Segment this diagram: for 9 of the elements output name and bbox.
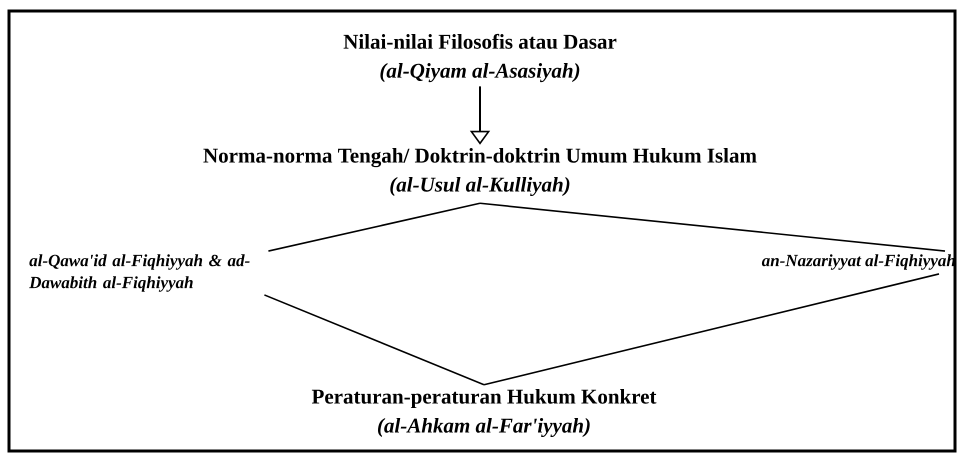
- heading-text: Norma-norma Tengah/ Doktrin-doktrin Umum Hukum Islam (al-Usul al-Kulliyah): [203, 148, 757, 196]
- side-text: an-Nazariyyat al-Fiqhiyyah: [762, 254, 955, 270]
- connector-line: [480, 202, 946, 252]
- connector-line: [264, 294, 484, 386]
- connector-line: [484, 273, 940, 386]
- side-text: al-Qawa'id al-Fiqhiyyah & ad-Dawabith al-Fiqhiyyah: [29, 254, 250, 292]
- connector-line: [268, 202, 480, 252]
- heading-text: Nilai-nilai Filosofis atau Dasar (al-Qiyam al-Asasiyah): [344, 34, 616, 82]
- heading-text: Peraturan-peraturan Hukum Konkret (al-Ahkam al-Far'iyyah): [312, 388, 656, 438]
